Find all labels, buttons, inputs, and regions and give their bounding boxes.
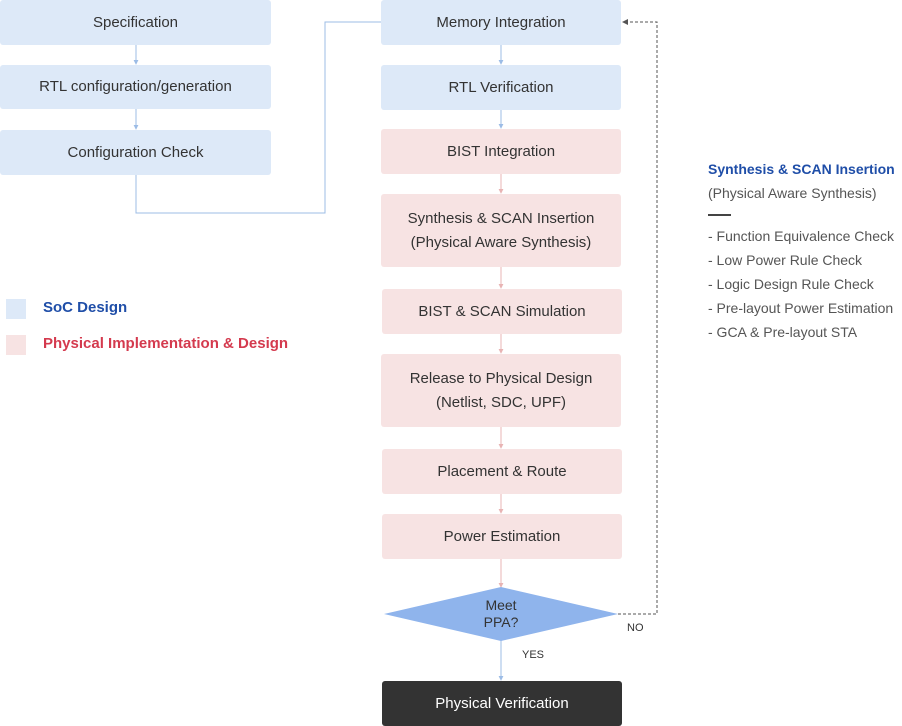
yes-label: YES	[522, 649, 545, 661]
bist-integration-label: BIST Integration	[446, 142, 556, 160]
config-check-label: Configuration Check	[67, 143, 204, 161]
side-note-item: - Function Equivalence Check	[708, 228, 894, 244]
bist-scan-simulation-box: BIST & SCAN Simulation	[382, 289, 622, 334]
side-note-item: - Pre-layout Power Estimation	[708, 300, 894, 316]
connector-check-to-memory	[135, 21, 381, 214]
no-label: NO	[627, 622, 644, 634]
legend-soc-swatch	[6, 299, 26, 319]
side-note-title: Synthesis & SCAN Insertion	[708, 161, 895, 177]
synthesis-box: Synthesis & SCAN Insertion (Physical Awa…	[381, 194, 621, 267]
release-label-line1: Release to Physical Design	[409, 369, 593, 387]
rtl-verification-label: RTL Verification	[448, 78, 554, 96]
side-note-item: - Logic Design Rule Check	[708, 276, 874, 292]
placement-route-label: Placement & Route	[437, 462, 567, 480]
rtl-config-label: RTL configuration/generation	[39, 78, 232, 95]
side-note-divider	[708, 214, 731, 216]
specification-box: Specification	[0, 0, 271, 45]
synthesis-label-line2: (Physical Aware Synthesis)	[410, 233, 592, 251]
memory-integration-label: Memory Integration	[436, 13, 566, 31]
decision-label: Meet PPA?	[451, 597, 551, 631]
release-label-line2: (Netlist, SDC, UPF)	[435, 393, 566, 411]
memory-integration-box: Memory Integration	[381, 0, 621, 45]
synthesis-label-line1: Synthesis & SCAN Insertion	[407, 209, 595, 227]
legend-physical-swatch	[6, 335, 26, 355]
rtl-config-box: RTL configuration/generation	[0, 65, 271, 109]
bist-integration-box: BIST Integration	[381, 129, 621, 174]
power-estimation-label: Power Estimation	[443, 527, 561, 545]
side-note-subtitle: (Physical Aware Synthesis)	[708, 185, 877, 201]
no-feedback-loop	[618, 19, 658, 615]
decision-diamond	[384, 587, 618, 641]
legend-physical-label: Physical Implementation & Design	[43, 335, 289, 352]
placement-route-box: Placement & Route	[382, 449, 622, 494]
decision-label-line2: PPA?	[483, 614, 519, 630]
side-note-item: - Low Power Rule Check	[708, 252, 863, 268]
release-box: Release to Physical Design (Netlist, SDC…	[381, 354, 621, 427]
physical-verification-label: Physical Verification	[435, 694, 569, 712]
rtl-verification-box: RTL Verification	[381, 65, 621, 110]
config-check-box: Configuration Check	[0, 130, 271, 175]
side-note-item: - GCA & Pre-layout STA	[708, 324, 858, 340]
physical-verification-box: Physical Verification	[382, 681, 622, 726]
specification-label: Specification	[92, 13, 179, 31]
power-estimation-box: Power Estimation	[382, 514, 622, 559]
decision-label-line1: Meet	[485, 597, 517, 613]
bist-scan-simulation-label: BIST & SCAN Simulation	[418, 302, 586, 320]
legend-soc-label: SoC Design	[43, 299, 128, 316]
